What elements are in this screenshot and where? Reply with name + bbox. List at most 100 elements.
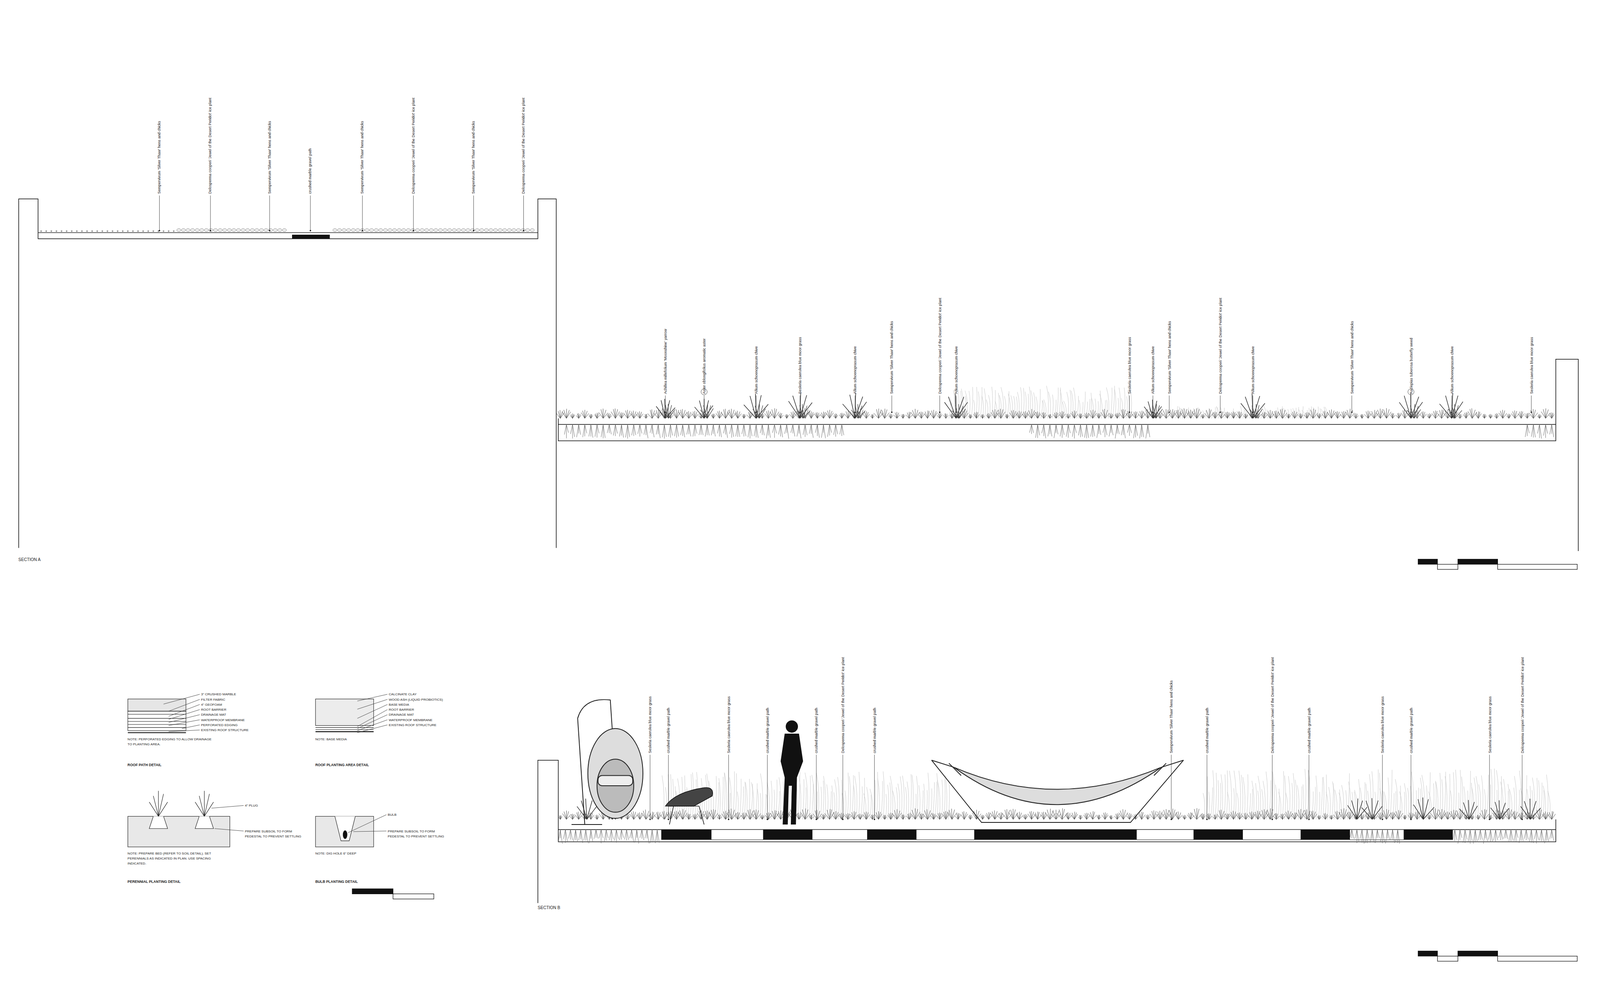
plant [1265,807,1276,819]
rosette [429,228,434,232]
plant [1212,411,1219,419]
gravel [132,230,134,233]
rosette [346,228,351,232]
leader-dot [1128,411,1130,413]
grass-haze [1290,408,1292,419]
plant [1296,808,1306,820]
plant [1240,392,1265,418]
grass-haze [1223,411,1226,418]
leader-dot [472,230,475,232]
leader-dot [1219,411,1221,413]
hammock-bed [954,767,1162,805]
plant [764,410,773,419]
roots [1478,829,1483,840]
gravel [1136,829,1194,840]
plant [777,412,784,418]
roots [741,424,746,437]
plant [1065,812,1072,820]
rosette [181,228,186,232]
plant [923,410,931,419]
roots [564,424,569,438]
plant [1200,413,1205,418]
roots [1047,424,1053,437]
plant [831,810,840,820]
plant-callout: crushed marble gravel path [307,148,313,194]
plant [960,810,968,819]
roots [1498,829,1503,840]
plant [1291,410,1299,419]
leader-dot [522,230,525,232]
roots [717,424,722,437]
plant [1470,815,1475,820]
plant [1309,810,1318,820]
roots [595,424,600,438]
plant [594,412,600,418]
plant [882,814,887,820]
grass-haze [1242,407,1245,419]
rosette [195,228,200,232]
roots [723,424,728,438]
note: NOTE: DIG HOLE 6" DEEP [315,850,377,856]
roots [578,829,583,843]
plant [1273,812,1280,819]
leader-dot [649,818,651,820]
roots [1035,424,1040,438]
roots [1531,424,1536,438]
grass-haze [863,792,867,819]
section-wall [558,359,1579,551]
roots [1102,424,1108,437]
plant-callout: Achillea millefolium 'Moonshine' yarrow [662,328,668,394]
grass-haze [1038,388,1041,418]
leader-line [357,709,388,727]
gravel [70,230,73,233]
plant [1317,413,1322,419]
plant [808,411,815,419]
roots [613,424,618,436]
paver [1300,829,1350,840]
roots [1539,829,1544,841]
plant [1479,808,1490,819]
plant [833,413,838,419]
grass-haze [1008,393,1011,418]
roots [1078,424,1083,438]
roots [583,829,588,843]
plant [997,812,1005,820]
rosette [342,228,347,232]
plant [1040,811,1048,819]
plant [715,410,723,418]
leader-line [1451,395,1453,413]
rosette [406,228,411,232]
plant-callout: crushed marble gravel path [872,707,878,753]
plants [40,228,1556,844]
roots [624,829,629,840]
plant [1192,408,1202,419]
plant [641,809,651,819]
roots [599,829,604,843]
plant [1108,412,1114,418]
note: NOTE: BASE MEDIA [315,736,377,742]
leader-line [703,395,705,413]
plant [1547,810,1556,820]
leader-line [168,714,200,723]
plant [936,812,943,819]
grass-haze [1476,775,1479,820]
chair-cushion [597,775,633,785]
roots [754,424,759,438]
marble-layer [127,698,187,711]
leader-dot [1206,818,1208,820]
leader-line [357,694,388,701]
plant [1022,410,1029,418]
plant [611,408,620,419]
roots [735,424,740,437]
rosette [488,228,493,232]
leader-line [800,395,801,413]
rosette [461,228,466,232]
leader-dot [1170,818,1172,820]
roots [802,424,808,437]
plant [789,411,797,419]
roots [1370,829,1375,843]
plant [575,811,583,819]
leader-line [214,828,244,831]
layer-label: ROOT BARRIER [388,707,415,713]
plant-callout: crushed marble gravel path [1306,707,1312,753]
